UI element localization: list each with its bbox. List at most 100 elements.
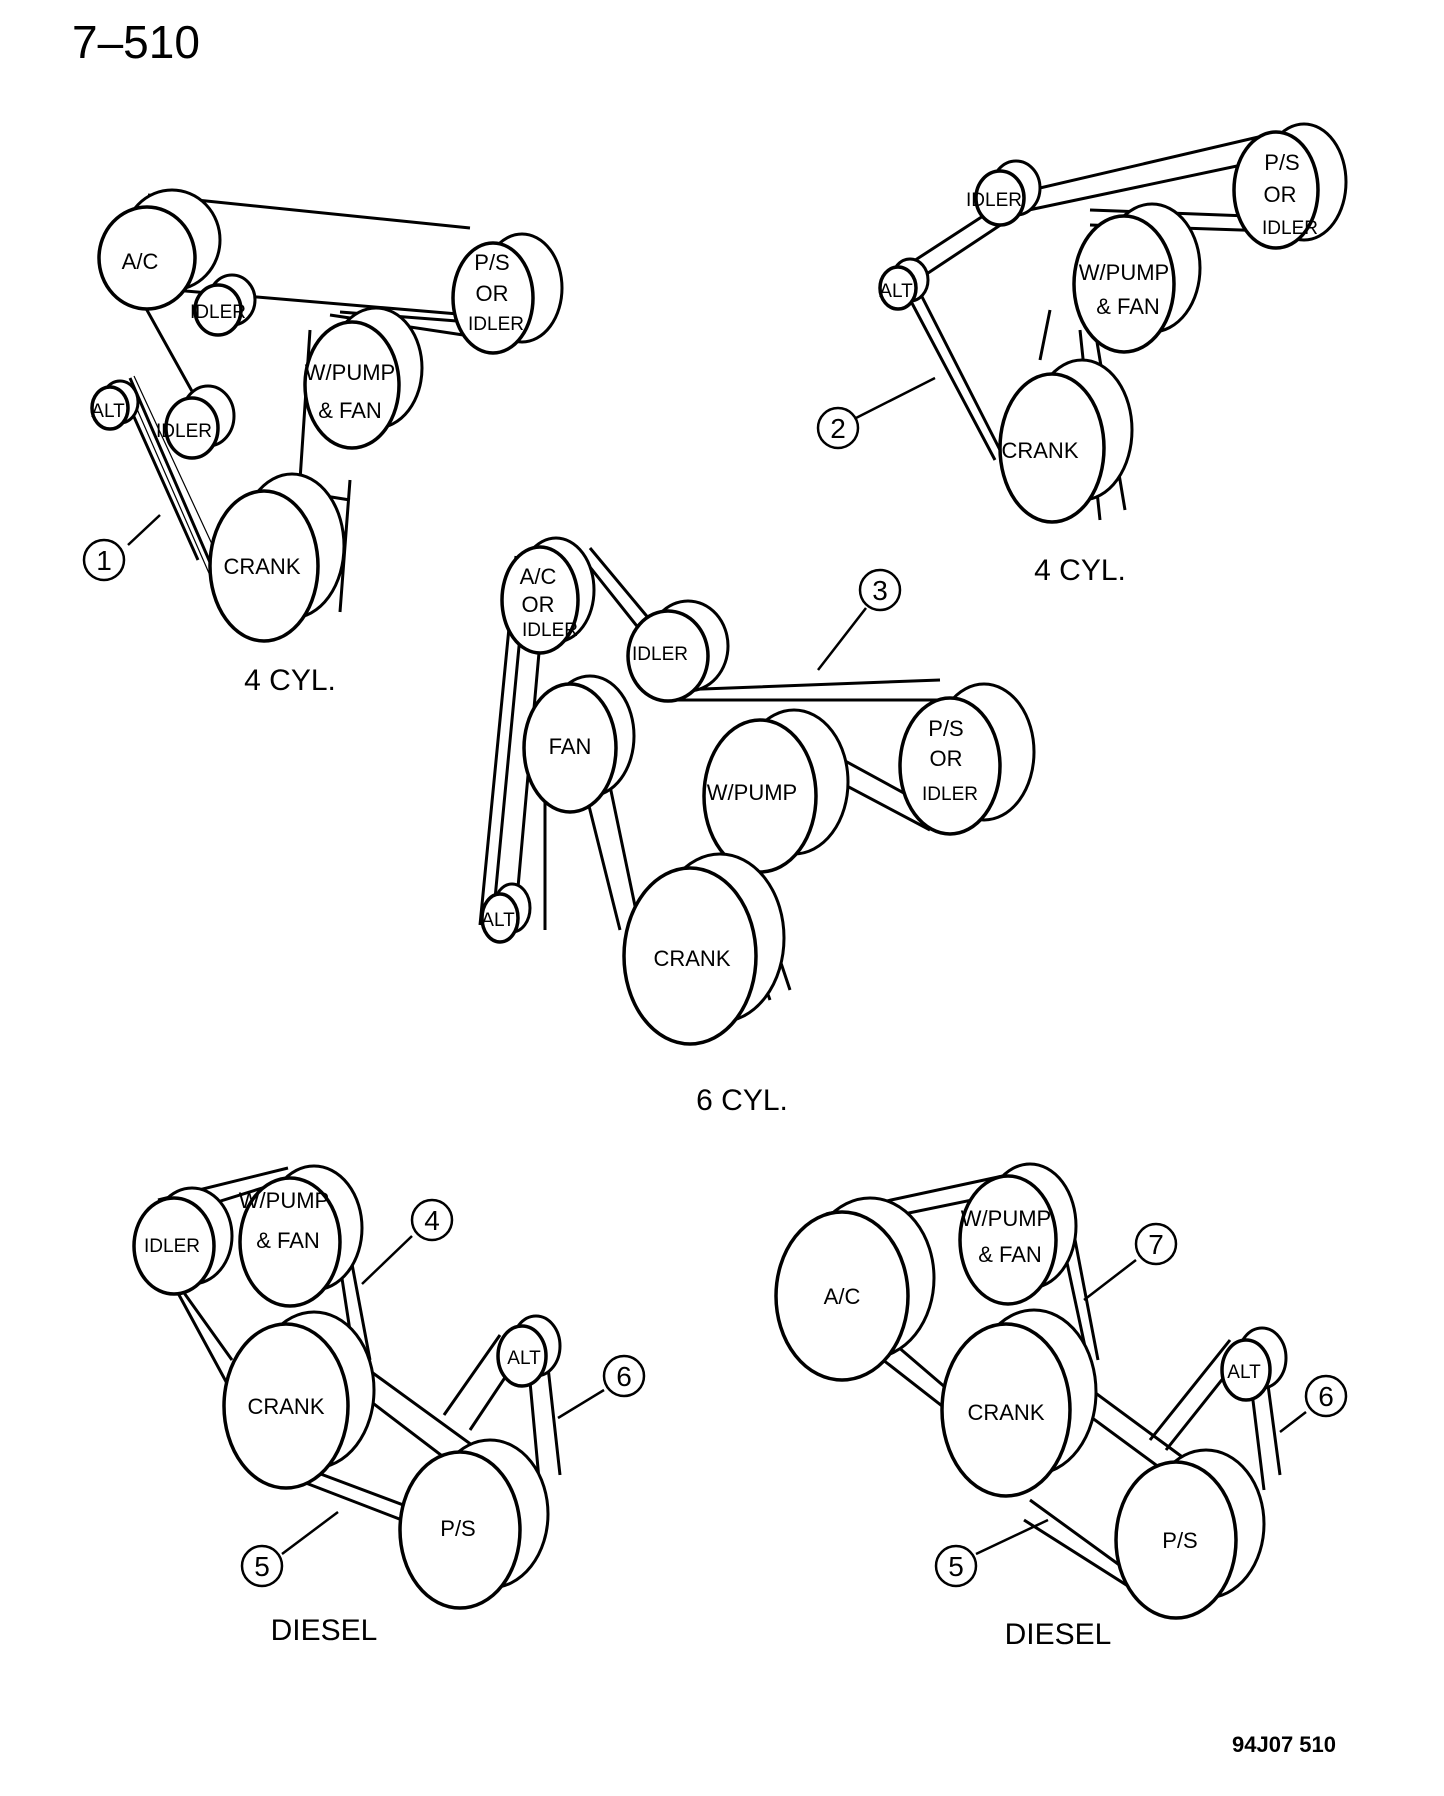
svg-text:P/S: P/S [474,250,509,275]
pulley-ps-or-idler: P/S OR IDLER [1232,122,1348,250]
svg-text:W/PUMP: W/PUMP [305,360,395,385]
pulley-idler: IDLER [132,1186,234,1296]
svg-text:IDLER: IDLER [522,620,578,641]
pulley-fan: FAN [522,674,636,814]
svg-text:IDLER: IDLER [966,190,1022,211]
diagram-2-4cyl: IDLER P/S OR IDLER ALT W/PUMP & FAN CRAN… [816,122,1348,587]
pulley-ac-or-idler: A/C OR IDLER [500,536,596,655]
svg-text:& FAN: & FAN [318,398,382,423]
svg-text:ALT: ALT [481,910,515,931]
svg-text:CRANK: CRANK [967,1400,1044,1425]
pulley-alt: ALT [878,257,930,311]
caption-diagram-5: DIESEL [1005,1618,1112,1651]
svg-text:ALT: ALT [1227,1362,1261,1383]
svg-text:W/PUMP: W/PUMP [1079,260,1169,285]
pulley-alt: ALT [90,379,140,431]
svg-text:IDLER: IDLER [632,644,688,665]
svg-text:IDLER: IDLER [922,784,978,805]
svg-text:OR: OR [1264,182,1297,207]
svg-text:W/PUMP: W/PUMP [239,1188,329,1213]
svg-text:6: 6 [1318,1381,1334,1412]
svg-text:2: 2 [830,413,846,444]
pulley-ps: P/S [1114,1448,1266,1620]
diagram-1-4cyl: A/C IDLER P/S OR IDLER W/PUMP & FAN ALT [82,188,564,697]
callout-4: 4 [361,1198,454,1285]
pulley-wpump-fan: W/PUMP & FAN [958,1162,1078,1306]
svg-text:ALT: ALT [507,1348,541,1369]
svg-text:FAN: FAN [549,734,592,759]
callout-5-right: 5 [934,1518,1049,1588]
svg-text:IDLER: IDLER [468,314,524,335]
svg-text:ALT: ALT [879,281,913,302]
svg-text:6: 6 [616,1361,632,1392]
pulley-ac: A/C [774,1196,936,1382]
svg-text:OR: OR [930,746,963,771]
pulley-ac: A/C [97,188,222,311]
svg-text:OR: OR [476,281,509,306]
pulley-idler-lower: IDLER [156,384,236,460]
pulley-ps-or-idler: P/S OR IDLER [898,682,1036,836]
svg-text:A/C: A/C [520,564,557,589]
pulley-wpump-fan: W/PUMP & FAN [238,1164,364,1308]
svg-text:& FAN: & FAN [1096,294,1160,319]
callout-7: 7 [1083,1222,1178,1301]
svg-text:W/PUMP: W/PUMP [707,780,797,805]
svg-text:5: 5 [254,1551,270,1582]
svg-text:CRANK: CRANK [1001,438,1078,463]
pulley-wpump: W/PUMP [702,708,850,874]
svg-text:3: 3 [872,575,888,606]
svg-text:P/S: P/S [928,716,963,741]
pulley-ps: P/S [398,1438,550,1610]
callout-3: 3 [817,568,902,671]
pulley-idler: IDLER [626,599,730,703]
caption-diagram-4: DIESEL [271,1614,378,1647]
pulley-ps-or-idler: P/S OR IDLER [451,232,564,355]
svg-text:IDLER: IDLER [190,302,246,323]
svg-text:4: 4 [424,1205,440,1236]
svg-text:1: 1 [96,545,112,576]
svg-text:CRANK: CRANK [247,1394,324,1419]
diagram-3-6cyl: A/C OR IDLER IDLER FAN P/S OR IDLER W/PU… [478,536,1036,1117]
caption-diagram-3: 6 CYL. [696,1084,788,1117]
pulley-wpump-fan: W/PUMP & FAN [1072,202,1202,354]
figure-reference: 94J07 510 [1232,1732,1336,1757]
pulley-crank: CRANK [998,358,1134,524]
pulley-crank: CRANK [940,1308,1098,1498]
svg-text:IDLER: IDLER [156,421,212,442]
svg-text:P/S: P/S [1162,1528,1197,1553]
pulley-idler-top: IDLER [966,159,1042,227]
caption-diagram-1: 4 CYL. [244,664,336,697]
callout-2: 2 [816,376,936,450]
callout-6-left: 6 [557,1354,646,1420]
svg-text:A/C: A/C [122,249,159,274]
callout-6-right: 6 [1279,1374,1348,1433]
svg-text:CRANK: CRANK [223,554,300,579]
svg-text:A/C: A/C [824,1284,861,1309]
pulley-alt: ALT [496,1314,562,1388]
svg-text:IDLER: IDLER [1262,218,1318,239]
svg-text:IDLER: IDLER [144,1236,200,1257]
pulley-idler-upper: IDLER [190,273,257,337]
pulley-alt: ALT [1220,1326,1288,1402]
svg-text:P/S: P/S [440,1516,475,1541]
pulley-crank: CRANK [622,852,786,1046]
svg-text:P/S: P/S [1264,150,1299,175]
page-number: 7–510 [72,16,200,68]
pulley-wpump-fan: W/PUMP & FAN [303,306,424,450]
callout-1: 1 [82,514,161,582]
svg-text:ALT: ALT [91,401,125,422]
pulley-crank: CRANK [222,1310,376,1490]
caption-diagram-2: 4 CYL. [1034,554,1126,587]
svg-text:& FAN: & FAN [256,1228,320,1253]
pulley-crank: CRANK [208,472,346,643]
pulley-alt: ALT [480,882,532,944]
diagram-4-diesel: IDLER W/PUMP & FAN CRANK ALT P/S 4 [132,1164,646,1647]
callout-5-left: 5 [240,1511,339,1588]
svg-text:CRANK: CRANK [653,946,730,971]
svg-text:W/PUMP: W/PUMP [961,1206,1051,1231]
svg-text:& FAN: & FAN [978,1242,1042,1267]
svg-text:OR: OR [522,592,555,617]
svg-text:7: 7 [1148,1229,1164,1260]
svg-text:5: 5 [948,1551,964,1582]
